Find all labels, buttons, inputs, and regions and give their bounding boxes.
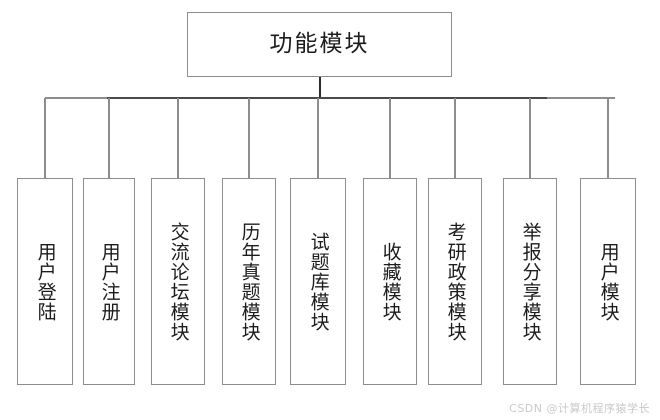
horizontal-bus-connector-inner <box>107 97 547 99</box>
leaf-node-label: 用户注册 <box>98 241 121 322</box>
drop-connector-5 <box>317 98 319 178</box>
drop-connector-7 <box>454 98 456 178</box>
drop-connector-2 <box>108 98 110 178</box>
drop-connector-9 <box>607 98 609 178</box>
leaf-node-label: 收藏模块 <box>379 241 402 322</box>
leaf-node-label: 考研政策模块 <box>444 221 467 342</box>
leaf-node-label: 用户模块 <box>597 241 620 322</box>
leaf-node-5[interactable]: 试题库模块 <box>290 178 346 385</box>
leaf-node-6[interactable]: 收藏模块 <box>363 178 417 385</box>
leaf-node-label: 举报分享模块 <box>519 221 542 342</box>
root-node-label: 功能模块 <box>269 31 370 57</box>
root-node[interactable]: 功能模块 <box>187 12 452 77</box>
drop-connector-1 <box>44 98 46 178</box>
leaf-node-9[interactable]: 用户模块 <box>580 178 636 385</box>
leaf-node-3[interactable]: 交流论坛模块 <box>151 178 205 385</box>
leaf-node-7[interactable]: 考研政策模块 <box>428 178 482 385</box>
drop-connector-6 <box>389 98 391 178</box>
root-stem-connector <box>319 77 321 99</box>
drop-connector-3 <box>177 98 179 178</box>
leaf-node-1[interactable]: 用户登陆 <box>17 178 73 385</box>
csdn-watermark: CSDN @计算机程序猿学长 <box>509 402 650 415</box>
leaf-node-4[interactable]: 历年真题模块 <box>222 178 276 385</box>
drop-connector-8 <box>529 98 531 178</box>
leaf-node-8[interactable]: 举报分享模块 <box>503 178 557 385</box>
drop-connector-4 <box>248 98 250 178</box>
leaf-node-2[interactable]: 用户注册 <box>83 178 135 385</box>
leaf-node-label: 交流论坛模块 <box>167 221 190 342</box>
leaf-node-label: 历年真题模块 <box>238 221 261 342</box>
leaf-node-label: 试题库模块 <box>307 231 330 332</box>
leaf-node-label: 用户登陆 <box>34 241 57 322</box>
